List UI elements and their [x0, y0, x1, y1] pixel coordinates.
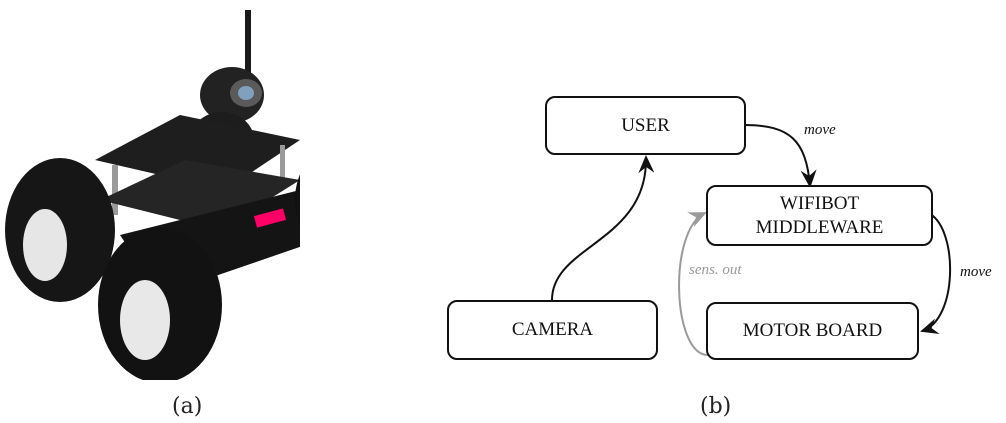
node-user-label: USER: [621, 114, 670, 136]
node-motor-label: MOTOR BOARD: [742, 320, 883, 341]
wheel-back-left: [5, 158, 115, 302]
wheel-front-left: [98, 227, 222, 380]
edge-camera-to-user: [551, 155, 655, 301]
edge-user-to-wifibot: [743, 124, 817, 188]
edge-motor-to-wifibot: [678, 212, 709, 356]
antenna: [245, 10, 251, 80]
robot-illustration: [5, 10, 300, 380]
node-camera: CAMERA: [447, 300, 658, 360]
node-motor-board: MOTOR BOARD: [706, 302, 919, 360]
edge-label-motor-to-wifibot: sens. out: [689, 262, 742, 278]
node-user: USER: [545, 96, 746, 155]
node-wifibot-label-line2: MIDDLEWARE: [755, 216, 884, 238]
node-camera-label: CAMERA: [511, 319, 594, 340]
lower-plate: [100, 160, 300, 230]
wheel-back-right: [295, 174, 300, 226]
caption-a: (a): [172, 394, 203, 419]
edge-label-user-to-wifibot: move: [804, 122, 836, 138]
node-wifibot-middleware: WIFIBOT MIDDLEWARE: [706, 185, 933, 246]
node-wifibot-label-line1: WIFIBOT: [779, 192, 860, 214]
edge-wifibot-to-motor: [920, 213, 952, 334]
caption-b: (b): [700, 394, 732, 419]
edge-label-wifibot-to-motor: move: [960, 264, 992, 280]
